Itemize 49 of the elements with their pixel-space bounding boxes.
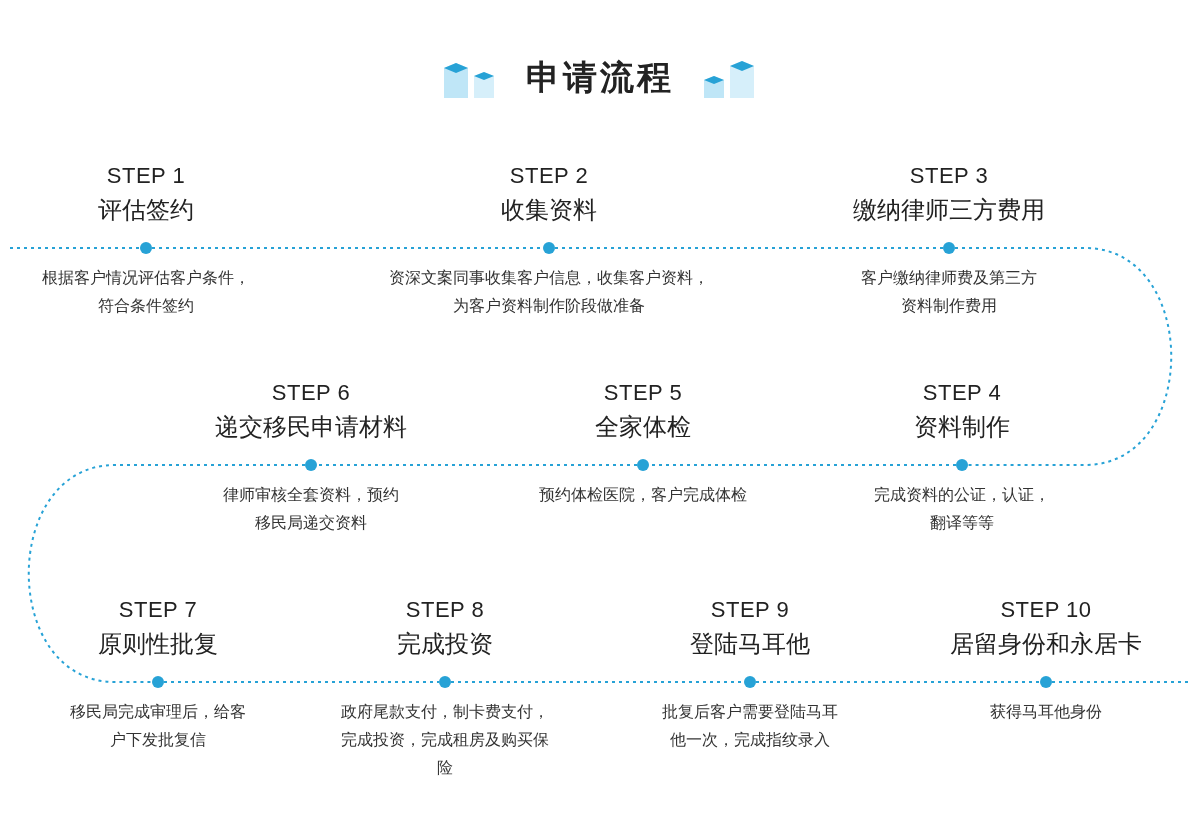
step-dot: [943, 242, 955, 254]
dashed-connector: [755, 681, 1041, 683]
step-description: 移民局完成审理后，给客户下发批复信: [69, 702, 247, 750]
dashed-connector: [163, 681, 440, 683]
step-dot: [637, 459, 649, 471]
step-number: STEP 2: [508, 162, 590, 190]
step-title: 原则性批复: [97, 629, 219, 659]
step-number: STEP 10: [999, 596, 1093, 624]
step-number: STEP 5: [602, 379, 684, 407]
step-description: 完成资料的公证，认证，翻译等等: [873, 485, 1051, 533]
step-description: 预约体检医院，客户完成体检: [538, 485, 748, 505]
step-title: 登陆马耳他: [689, 629, 811, 659]
step-number: STEP 1: [105, 162, 187, 190]
dashed-connector: [27, 464, 306, 683]
dashed-connector: [554, 247, 944, 249]
step-title: 收集资料: [500, 195, 598, 225]
dashed-connector: [316, 464, 638, 466]
step-description: 政府尾款支付，制卡费支付，完成投资，完成租房及购买保险: [340, 702, 550, 778]
dashed-connector: [954, 247, 1173, 466]
step-description: 律师审核全套资料，预约移民局递交资料: [222, 485, 400, 533]
step-title: 资料制作: [913, 412, 1011, 442]
step-dot: [140, 242, 152, 254]
step-number: STEP 8: [404, 596, 486, 624]
step-title: 递交移民申请材料: [214, 412, 408, 442]
step-dot: [152, 676, 164, 688]
step-dot: [956, 459, 968, 471]
step-dot: [543, 242, 555, 254]
step-title: 评估签约: [97, 195, 195, 225]
title: 申请流程: [526, 57, 674, 98]
step-title: 居留身份和永居卡: [949, 629, 1143, 659]
step-dot: [439, 676, 451, 688]
step-title: 缴纳律师三方费用: [852, 195, 1046, 225]
step-description: 客户缴纳律师费及第三方资料制作费用: [860, 268, 1038, 316]
step-title: 全家体检: [594, 412, 692, 442]
step-dot: [744, 676, 756, 688]
step-description: 资深文案同事收集客户信息，收集客户资料，为客户资料制作阶段做准备: [388, 268, 710, 316]
step-number: STEP 9: [709, 596, 791, 624]
step-description: 获得马耳他身份: [989, 702, 1103, 722]
step-dot: [1040, 676, 1052, 688]
step-dot: [305, 459, 317, 471]
step-description: 批复后客户需要登陆马耳他一次，完成指纹录入: [661, 702, 839, 750]
dashed-connector: [1051, 681, 1191, 683]
dashed-connector: [9, 247, 141, 249]
step-number: STEP 3: [908, 162, 990, 190]
step-number: STEP 4: [921, 379, 1003, 407]
step-title: 完成投资: [396, 629, 494, 659]
step-description: 根据客户情况评估客户条件，符合条件签约: [41, 268, 251, 316]
step-number: STEP 6: [270, 379, 352, 407]
step-number: STEP 7: [117, 596, 199, 624]
